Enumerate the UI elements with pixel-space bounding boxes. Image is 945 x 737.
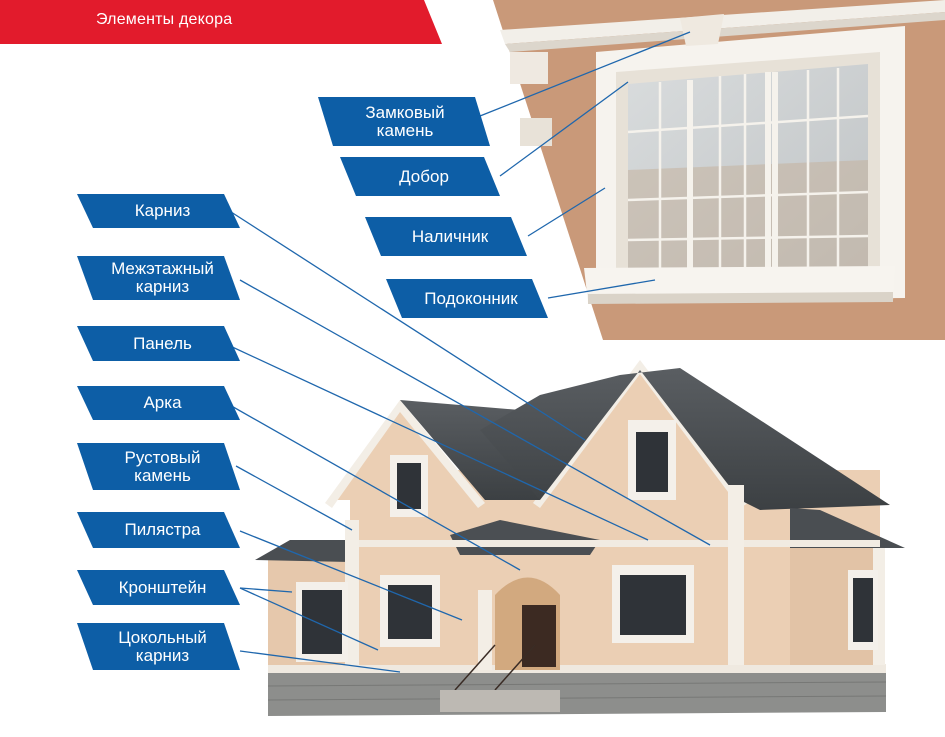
leader-bracket-2 (239, 587, 293, 593)
roof-main (480, 368, 890, 510)
house-illustration (255, 360, 905, 716)
leader-plinth-cornice (239, 650, 401, 673)
header-banner-shape (0, 0, 442, 44)
leader-lines (227, 31, 711, 673)
label-pilaster: Пилястра (124, 520, 201, 539)
label-nalichnik: Наличник (411, 226, 489, 246)
label-plinth-cornice: Цокольный карниз (118, 627, 207, 665)
header-banner: Элементы декора (0, 0, 442, 44)
leader-pilaster (239, 530, 463, 621)
label-tags (77, 97, 548, 670)
label-bracket: Кронштейн (118, 577, 207, 597)
header-title: Элементы декора (96, 11, 233, 28)
tag-plinth-cornice (77, 623, 240, 670)
corner-bracket (510, 52, 548, 84)
leader-nalichnik (527, 187, 606, 237)
tag-pilaster (77, 512, 240, 548)
tag-cornice (77, 194, 240, 228)
tag-arch (77, 386, 240, 420)
label-arch: Арка (143, 393, 182, 412)
tag-nalichnik (365, 217, 527, 256)
label-sill: Подоконник (424, 288, 518, 308)
lower-windows (296, 565, 878, 662)
tag-dobor (340, 157, 500, 196)
leader-dobor (499, 81, 629, 177)
label-cornice: Карниз (134, 201, 191, 220)
door (522, 605, 556, 667)
label-floor-cornice: Межэтажный карниз (111, 259, 214, 296)
tag-rustic-stone (77, 443, 240, 490)
leader-cornice (227, 209, 586, 441)
leader-sill (547, 279, 656, 299)
leader-keystone (479, 31, 691, 117)
label-rustic-stone: Рустовый камень (124, 447, 201, 485)
leader-floor-cornice (239, 279, 711, 546)
leader-panel (227, 344, 649, 541)
leader-rustic-stone (235, 465, 353, 531)
label-panel: Панель (133, 333, 192, 353)
tag-floor-cornice (77, 256, 240, 300)
keystone (680, 14, 724, 46)
label-dobor: Добор (399, 166, 449, 186)
tag-keystone (318, 97, 490, 146)
leader-bracket-1 (239, 587, 379, 651)
plinth (268, 668, 886, 716)
tag-panel (77, 326, 240, 361)
label-keystone: Замковый камень (365, 102, 445, 140)
tag-sill (386, 279, 548, 318)
leader-arch (227, 403, 521, 571)
tag-bracket (77, 570, 240, 605)
window-closeup (493, 0, 945, 340)
